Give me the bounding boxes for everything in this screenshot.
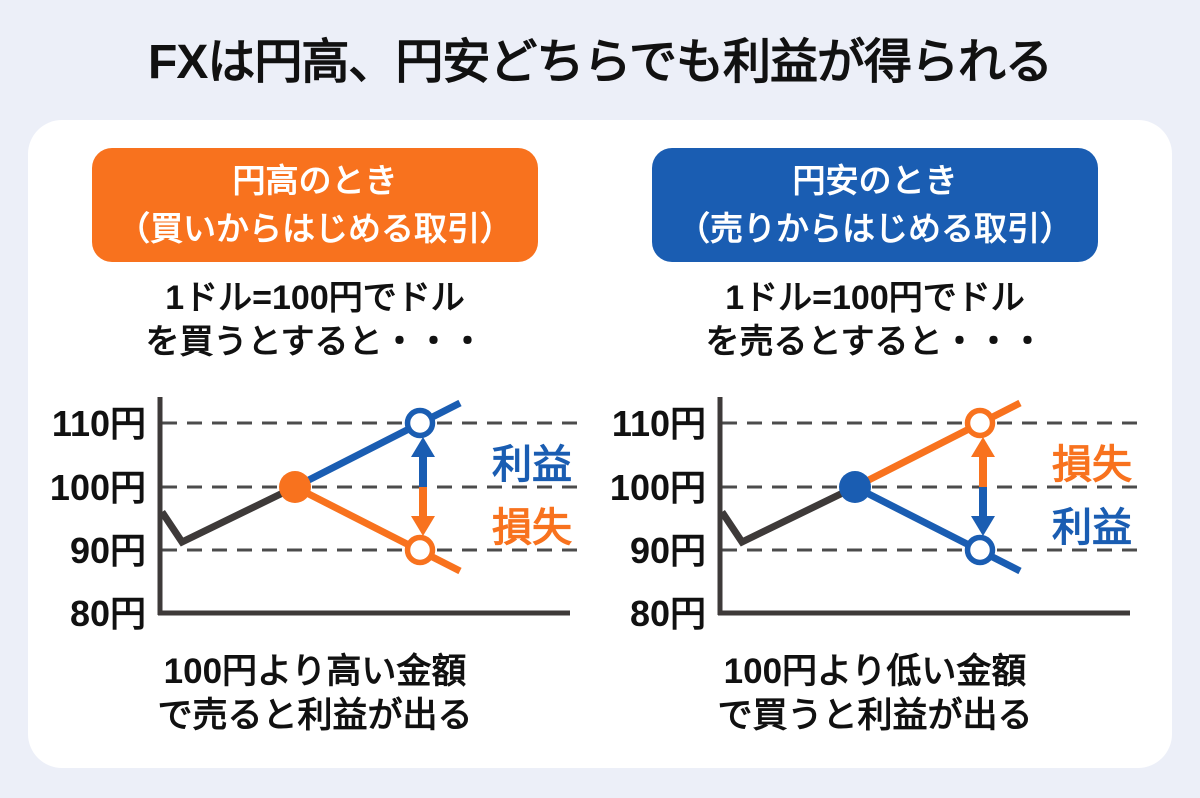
down-branch-line [853,483,1022,575]
header-line-1: 円高のとき [232,162,398,199]
ytick-110: 110円 [52,403,146,444]
entry-point-dot [839,471,871,503]
down-arrow-head-icon [971,516,995,536]
chart-subtitle: 1ドル=100円でドル を買うとすると・・・ [30,276,600,364]
header-badge: 円安のとき （売りからはじめる取引） [652,148,1098,262]
lower-branch-label: 利益 [1052,506,1132,550]
caption-line-1: 100円より高い金額 [163,652,467,691]
header-line-2: （売りからはじめる取引） [677,210,1073,247]
rate-chart-svg: 110円 100円 90円 80円 損失 利益 [610,397,1140,634]
down-branch-line [293,483,462,575]
ytick-80: 80円 [630,593,706,633]
ytick-80: 80円 [70,593,146,633]
ytick-110: 110円 [612,403,706,444]
ytick-100: 100円 [50,467,146,508]
subtitle-line-2: を売るとすると・・・ [705,323,1045,361]
up-branch-line [853,399,1022,491]
up-arrow-head-icon [411,437,435,457]
chart-caption: 100円より高い金額 で売ると利益が出る [30,650,600,738]
down-exit-marker [404,534,436,566]
rate-chart: 110円 100円 90円 80円 損失 利益 [600,383,1140,634]
subtitle-line-2: を買うとすると・・・ [145,323,485,361]
up-arrow-head-icon [971,437,995,457]
up-branch-line [293,399,462,491]
rate-chart: 110円 100円 90円 80円 利益 損失 [40,383,580,634]
chart-subtitle: 1ドル=100円でドル を売るとすると・・・ [590,276,1160,364]
up-exit-marker [404,407,436,439]
ytick-90: 90円 [70,530,146,571]
down-exit-marker [964,534,996,566]
down-arrow-head-icon [411,516,435,536]
subtitle-line-1: 1ドル=100円でドル [165,279,465,317]
price-history-line [719,483,857,547]
caption-line-2: で売ると利益が出る [157,696,473,735]
entry-point-dot [279,471,311,503]
up-exit-marker [964,407,996,439]
upper-branch-label: 損失 [1052,443,1133,487]
rate-chart-svg: 110円 100円 90円 80円 利益 損失 [50,397,580,634]
caption-line-1: 100円より低い金額 [723,652,1027,691]
chart-caption: 100円より低い金額 で買うと利益が出る [590,650,1160,738]
page-title: FXは円高、円安どちらでも利益が得られる [148,36,1053,89]
header-badge: 円高のとき （買いからはじめる取引） [92,148,538,262]
caption-line-2: で買うと利益が出る [717,696,1033,735]
lower-branch-label: 損失 [492,506,573,550]
header-line-2: （買いからはじめる取引） [117,210,513,247]
upper-branch-label: 利益 [492,443,572,487]
ytick-90: 90円 [630,530,706,571]
panel-yen-low-sell: 円安のとき （売りからはじめる取引） 1ドル=100円でドル を売るとすると・・… [590,120,1160,768]
price-history-line [159,483,297,547]
ytick-100: 100円 [610,467,706,508]
header-line-1: 円安のとき [792,162,958,199]
subtitle-line-1: 1ドル=100円でドル [725,279,1025,317]
panel-yen-high-buy: 円高のとき （買いからはじめる取引） 1ドル=100円でドル を買うとすると・・… [30,120,600,768]
